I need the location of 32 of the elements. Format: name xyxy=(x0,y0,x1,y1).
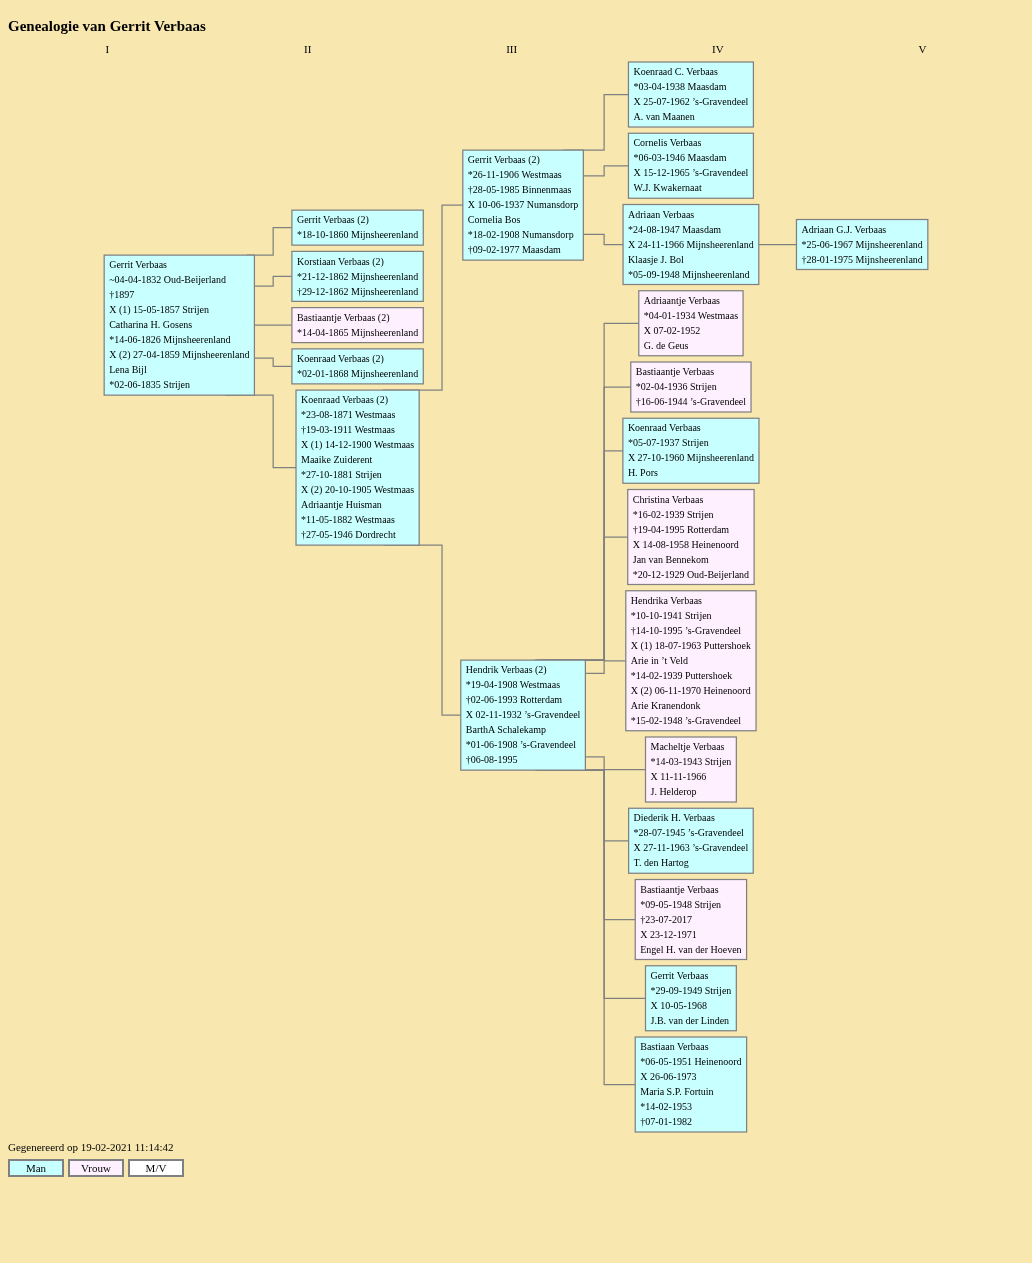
generation-label: V xyxy=(918,43,927,55)
generation-label: III xyxy=(506,43,518,55)
legend-swatch: M/V xyxy=(128,1159,184,1177)
node-box: Bastiaantje Verbaas *09-05-1948 Strijen †23-07-2017 X 23-12-1971 Engel H. van der Hoeven xyxy=(634,878,748,961)
node-box: Gerrit Verbaas ~04-04-1832 Oud-Beijerland †1897 X (1) 15-05-1857 Strijen Catharina H. Gosens *14-06-1826 Mijnsheerenland X (2) 27-04-1859 Mijnsheerenland Lena Bijl *02-06-1835 Strijen xyxy=(103,254,256,396)
node-box: Cornelis Verbaas *06-03-1946 Maasdam X 15-12-1965 ’s-Gravendeel W.J. Kwakernaat xyxy=(627,132,755,199)
generation-label: I xyxy=(105,43,110,55)
footer-note: Gegenereerd op 19-02-2021 11:14:42 xyxy=(8,1141,174,1153)
legend-swatch: Vrouw xyxy=(68,1159,124,1177)
node-box: Korstiaan Verbaas (2) *21-12-1862 Mijnsheerenland †29-12-1862 Mijnsheerenland xyxy=(291,250,424,302)
node-box: Gerrit Verbaas (2) *18-10-1860 Mijnsheerenland xyxy=(291,209,424,246)
node-box: Bastiaan Verbaas *06-05-1951 Heinenoord X 26-06-1973 Maria S.P. Fortuin *14-02-1953 †07-01-1982 xyxy=(634,1036,748,1133)
node-box: Koenraad C. Verbaas *03-04-1938 Maasdam X 25-07-1962 ’s-Gravendeel A. van Maanen xyxy=(627,61,755,128)
node-box: Hendrika Verbaas *10-10-1941 Strijen †14-10-1995 ’s-Gravendeel X (1) 18-07-1963 Puttershoek Arie in ’t Veld *14-02-1939 Puttershoek X (2) 06-11-1970 Heinenoord Arie Kranendonk *15-02-1948 ’s-Gravendeel xyxy=(625,590,757,732)
node-box: Koenraad Verbaas *05-07-1937 Strijen X 27-10-1960 Mijnsheerenland H. Pors xyxy=(622,417,760,484)
node-box: Koenraad Verbaas (2) *23-08-1871 Westmaas †19-03-1911 Westmaas X (1) 14-12-1900 Westmaas Maaike Zuiderent *27-10-1881 Strijen X (2) 20-10-1905 Westmaas Adriaantje Huisman *11-05-1882 Westmaas †27-05-1946 Dordrecht xyxy=(295,389,420,546)
node-box: Macheltje Verbaas *14-03-1943 Strijen X 11-11-1966 J. Helderop xyxy=(644,736,737,803)
generation-label: II xyxy=(304,43,312,55)
node-box: Bastiaantje Verbaas *02-04-1936 Strijen †16-06-1944 ’s-Gravendeel xyxy=(630,361,752,413)
generation-label: IV xyxy=(712,43,724,55)
node-box: Adriaantje Verbaas *04-01-1934 Westmaas X 07-02-1952 G. de Geus xyxy=(638,290,744,357)
node-box: Christina Verbaas *16-02-1939 Strijen †19-04-1995 Rotterdam X 14-08-1958 Heinenoord Jan van Bennekom *20-12-1929 Oud-Beijerland xyxy=(627,488,755,586)
node-box: Bastiaantje Verbaas (2) *14-04-1865 Mijnsheerenland xyxy=(291,307,424,344)
node-box: Diederik H. Verbaas *28-07-1945 ’s-Gravendeel X 27-11-1963 ’s-Gravendeel T. den Hartog xyxy=(628,807,754,874)
node-box: Gerrit Verbaas (2) *26-11-1906 Westmaas †28-05-1985 Binnenmaas X 10-06-1937 Numansdorp Cornelia Bos *18-02-1908 Numansdorp †09-02-1977 Maasdam xyxy=(462,149,584,261)
node-box: Adriaan Verbaas *24-08-1947 Maasdam X 24-11-1966 Mijnsheerenland Klaasje J. Bol *05-09-1948 Mijnsheerenland xyxy=(622,203,760,286)
legend-swatch: Man xyxy=(8,1159,64,1177)
node-box: Gerrit Verbaas *29-09-1949 Strijen X 10-05-1968 J.B. van der Linden xyxy=(644,965,737,1032)
node-box: Adriaan G.J. Verbaas *25-06-1967 Mijnsheerenland †28-01-1975 Mijnsheerenland xyxy=(795,218,929,271)
page-title: Genealogie van Gerrit Verbaas xyxy=(8,18,207,35)
node-box: Koenraad Verbaas (2) *02-01-1868 Mijnsheerenland xyxy=(291,348,424,385)
node-box: Hendrik Verbaas (2) *19-04-1908 Westmaas †02-06-1993 Rotterdam X 02-11-1932 ’s-Gravendeel BarthA Schalekamp *01-06-1908 ’s-Gravendeel †06-08-1995 xyxy=(460,659,586,771)
